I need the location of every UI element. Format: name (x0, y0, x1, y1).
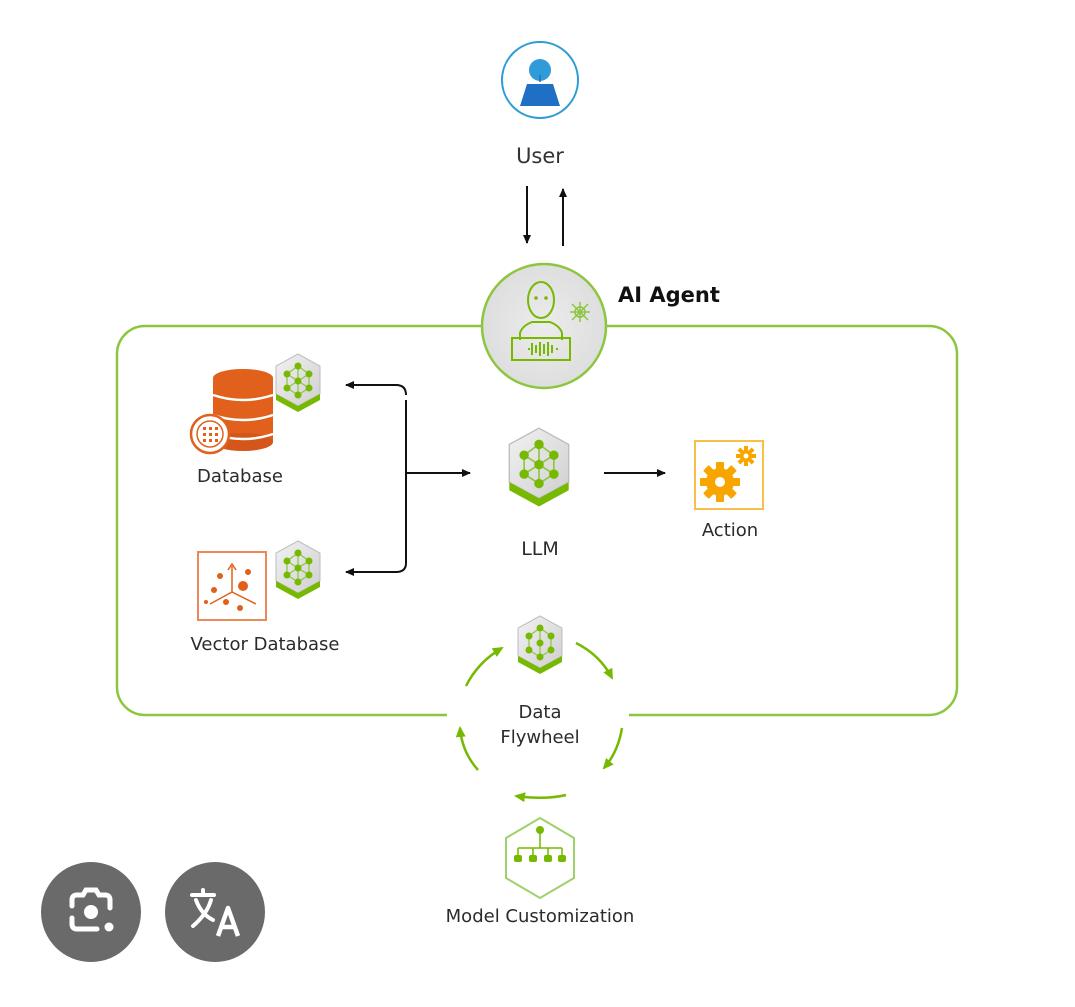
user-label: User (516, 144, 564, 168)
data-flywheel-label-line1: Data (518, 702, 562, 723)
hierarchy-hexagon-icon (505, 816, 575, 900)
google-lens-button[interactable] (41, 862, 141, 962)
llm-label: LLM (521, 538, 559, 560)
gears-icon (694, 440, 764, 510)
vector-database-label: Vector Database (190, 634, 340, 655)
flywheel-cycle-arrows (455, 641, 624, 803)
neural-network-cube-icon (517, 615, 563, 674)
translate-button[interactable] (165, 862, 265, 962)
database-icon (189, 369, 274, 455)
google-lens-icon (69, 887, 114, 932)
connector-bracket (395, 400, 407, 573)
model-customization-label: Model Customization (445, 906, 635, 927)
neural-network-cube-icon (508, 427, 570, 507)
action-label: Action (701, 520, 759, 541)
ai-agent-icon (480, 262, 608, 390)
neural-network-cube-icon (275, 353, 321, 412)
data-flywheel-label-line2: Flywheel (500, 727, 580, 748)
translate-icon (190, 888, 241, 937)
ai-agent-label: AI Agent (618, 283, 720, 307)
user-icon (501, 41, 579, 119)
neural-network-cube-icon (275, 540, 321, 600)
database-label: Database (197, 466, 283, 487)
vector-database-icon (197, 551, 267, 621)
